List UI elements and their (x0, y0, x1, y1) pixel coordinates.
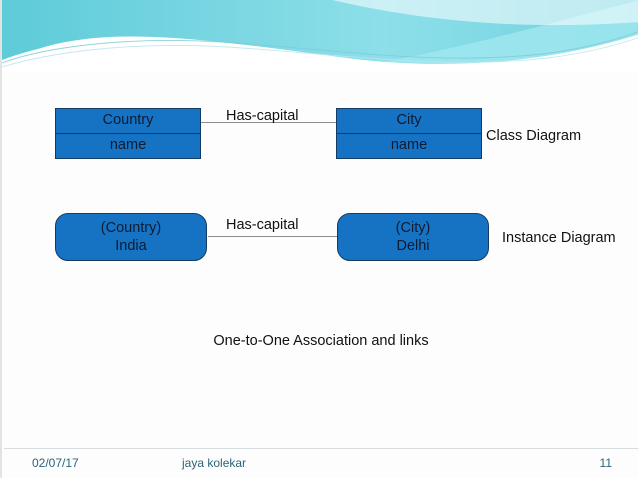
instance-box-india-name: India (115, 238, 147, 254)
class-box-country-attribute: name (109, 136, 147, 153)
class-box-city[interactable]: City name (336, 108, 482, 159)
header-wave-graphic (2, 0, 638, 72)
instance-association-line (208, 236, 338, 237)
footer-page-number: 11 (599, 456, 612, 470)
instance-box-delhi[interactable]: (City) Delhi (337, 213, 489, 261)
class-box-country[interactable]: Country name (55, 108, 201, 159)
class-diagram-label: Class Diagram (486, 128, 582, 144)
class-box-city-name: City (337, 109, 481, 134)
footer-divider (4, 448, 638, 449)
class-association-label: Has-capital (226, 108, 299, 124)
slide-footer: 02/07/17 jaya kolekar 11 (2, 452, 638, 478)
instance-box-india-class: (Country) (100, 219, 162, 236)
footer-date: 02/07/17 (32, 456, 79, 470)
instance-box-india[interactable]: (Country) India (55, 213, 207, 261)
class-box-country-name: Country (56, 109, 200, 134)
class-box-city-attribute: name (390, 136, 428, 153)
class-association-line (200, 122, 342, 123)
slide-caption: One-to-One Association and links (213, 333, 429, 349)
header-wave-banner (2, 0, 638, 72)
footer-author: jaya kolekar (182, 456, 247, 470)
instance-box-delhi-name: Delhi (396, 238, 430, 254)
instance-box-delhi-class: (City) (395, 219, 431, 236)
instance-diagram-label: Instance Diagram (502, 230, 616, 246)
instance-association-label: Has-capital (226, 217, 299, 233)
